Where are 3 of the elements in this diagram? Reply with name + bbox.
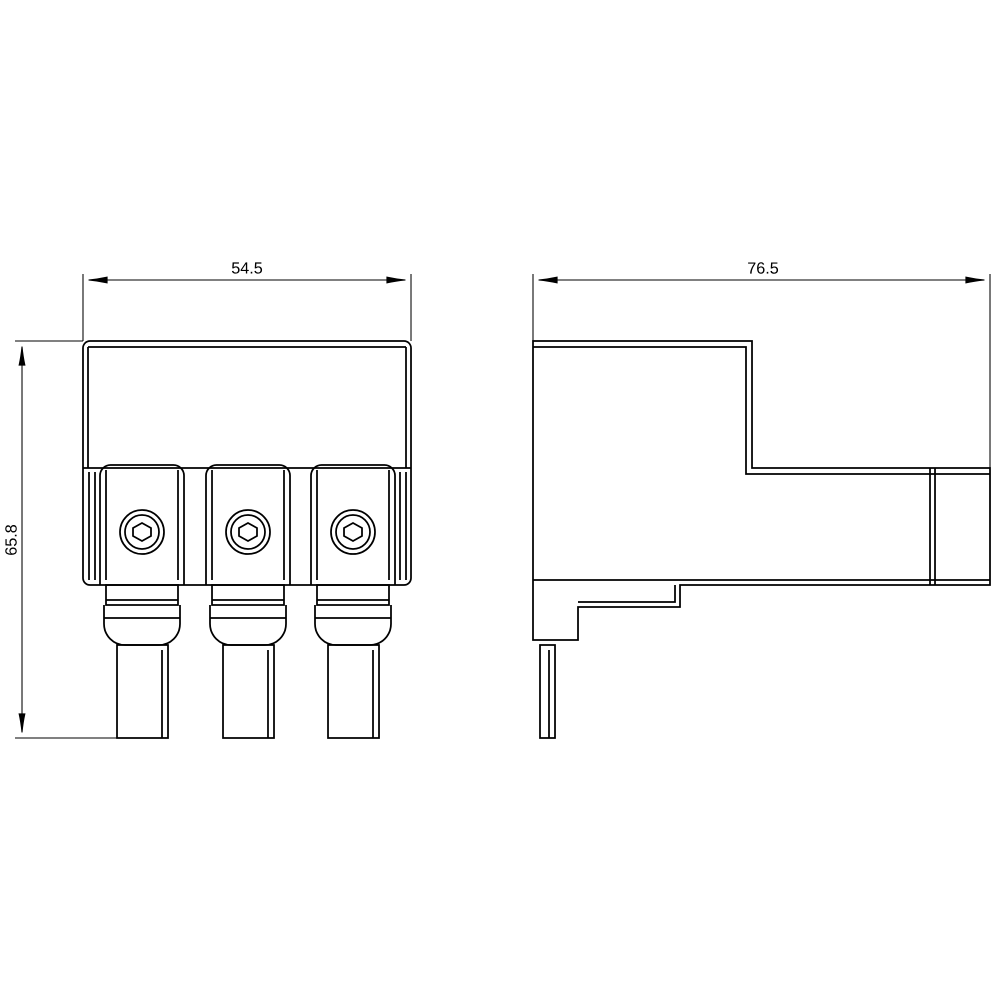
dimension-label: 65.8 — [5, 525, 17, 555]
dimension-label: 76.5 — [748, 262, 778, 274]
dimension-label: 54.5 — [232, 262, 262, 274]
